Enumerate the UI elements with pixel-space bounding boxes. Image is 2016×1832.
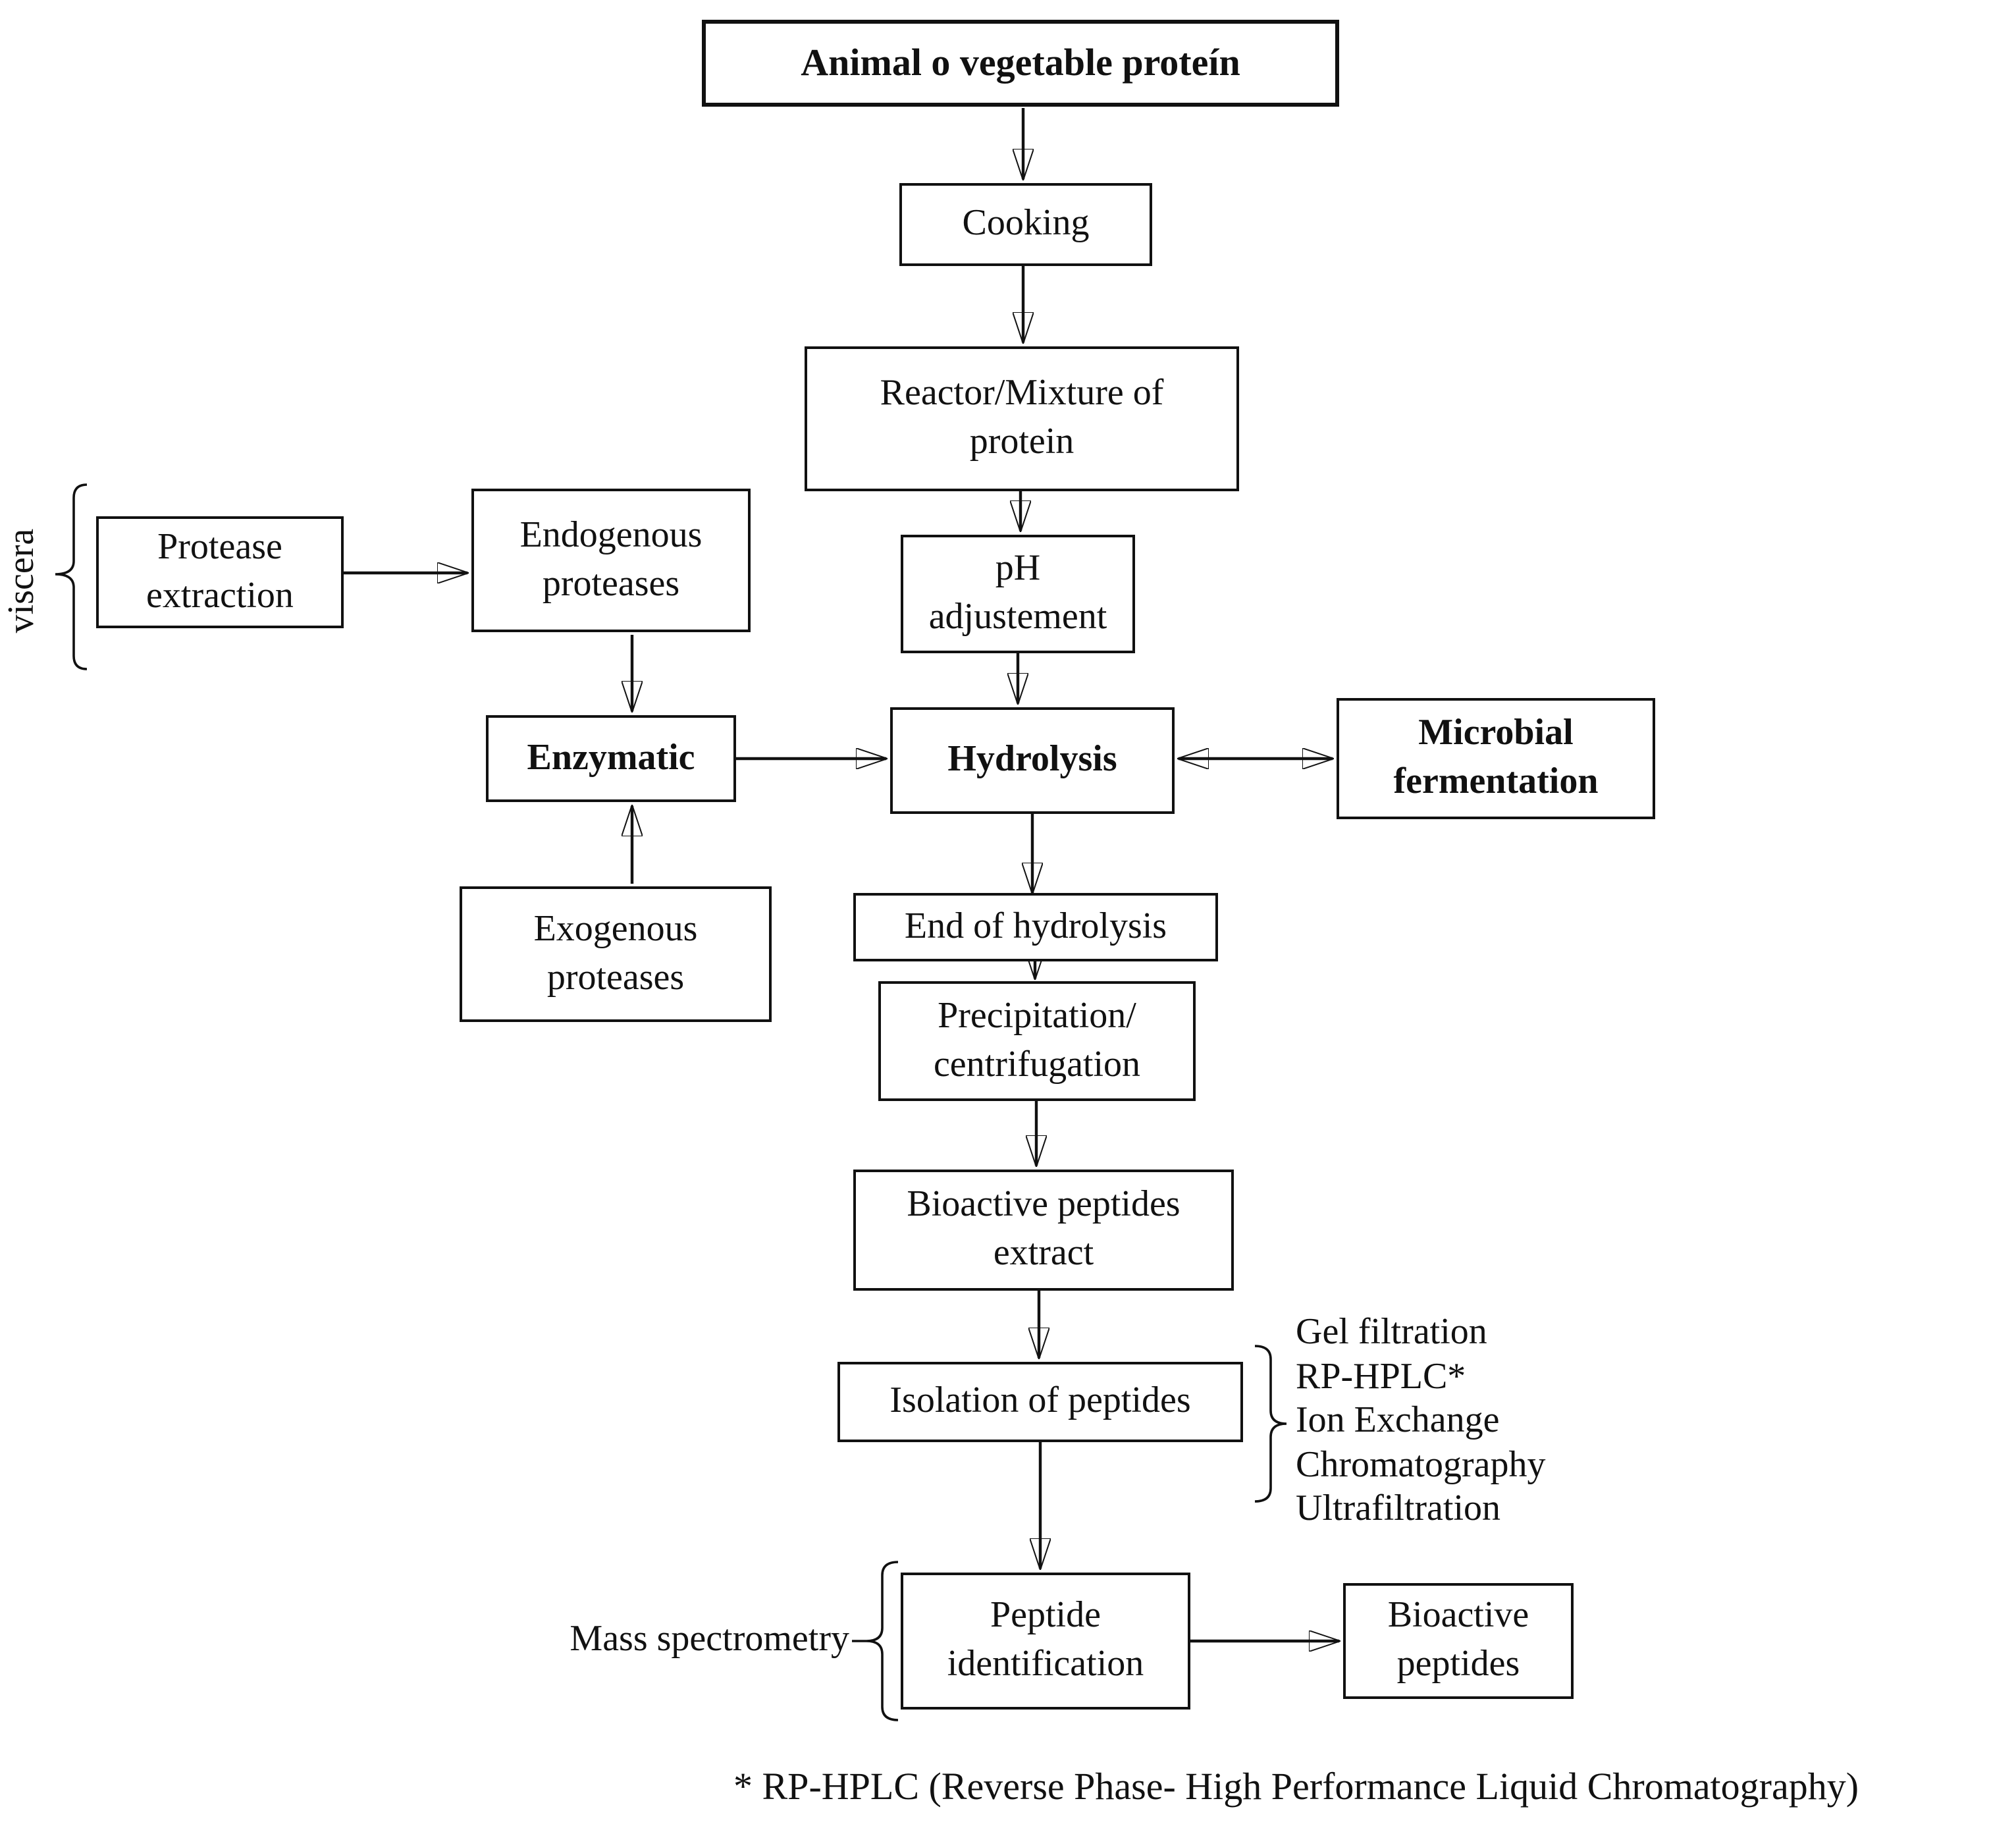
box-protease-extraction: Protease extraction	[96, 516, 344, 628]
box-bioactive-peptides: Bioactive peptides	[1343, 1583, 1574, 1699]
box-animal-protein: Animal o vegetable proteín	[702, 20, 1339, 107]
box-bioactive-peptides-extract: Bioactive peptides extract	[853, 1170, 1234, 1291]
box-precipitation-centrifugation: Precipitation/ centrifugation	[878, 981, 1196, 1101]
list-item-rp-hplc: RP-HPLC*	[1296, 1356, 1466, 1397]
box-reactor: Reactor/Mixture of protein	[805, 346, 1239, 491]
viscera-brace	[55, 483, 88, 670]
list-item-chromatography: Chromatography	[1296, 1444, 1546, 1485]
list-item-ultrafiltration: Ultrafiltration	[1296, 1488, 1501, 1529]
mass-spectrometry-brace	[866, 1561, 899, 1721]
box-ph-adjustment: pH adjustement	[901, 535, 1135, 653]
box-enzymatic: Enzymatic	[486, 715, 736, 802]
box-cooking: Cooking	[899, 183, 1152, 266]
isolation-methods-list: Gel filtration RP-HPLC* Ion Exchange Chr…	[1296, 1310, 1546, 1531]
viscera-label: viscera	[1, 528, 42, 633]
box-isolation-of-peptides: Isolation of peptides	[837, 1362, 1243, 1442]
box-peptide-identification: Peptide identification	[901, 1573, 1190, 1710]
box-microbial-fermentation: Microbial fermentation	[1337, 698, 1655, 819]
box-endogenous-proteases: Endogenous proteases	[471, 489, 751, 632]
box-hydrolysis: Hydrolysis	[890, 707, 1175, 814]
isolation-methods-brace	[1254, 1345, 1287, 1503]
box-exogenous-proteases: Exogenous proteases	[460, 886, 772, 1022]
list-item-ion-exchange: Ion Exchange	[1296, 1400, 1500, 1441]
box-end-of-hydrolysis: End of hydrolysis	[853, 893, 1218, 961]
footnote: * RP-HPLC (Reverse Phase- High Performan…	[733, 1766, 1859, 1808]
mass-spectrometry-label: Mass spectrometry	[570, 1619, 849, 1659]
list-item-gel-filtration: Gel filtration	[1296, 1312, 1487, 1353]
